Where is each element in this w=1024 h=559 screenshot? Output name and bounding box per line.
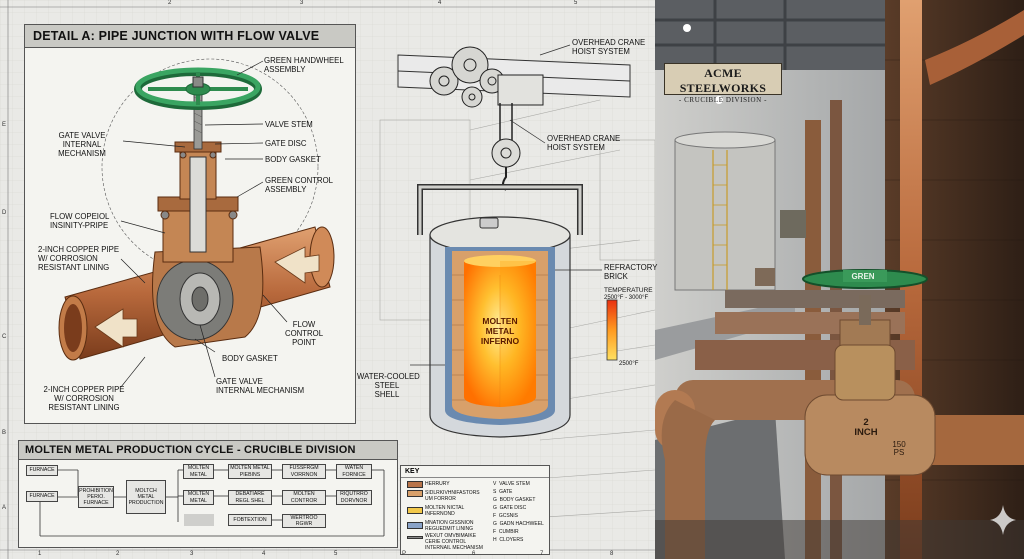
- label-body-gasket-bottom: BODY GASKET: [222, 354, 278, 363]
- crucible-vessel: [429, 216, 571, 438]
- cycle-flow-arrows: [39, 469, 385, 537]
- ruler-left-label: E: [2, 122, 7, 128]
- key-right-item: V VALVE STEM: [493, 481, 530, 487]
- ruler-top-label: 4: [438, 0, 442, 6]
- company-badge: ACME STEELWORKS - CRUCIBLE DIVISION -: [664, 63, 782, 104]
- key-right-item: F CUMBIR: [493, 529, 519, 535]
- shell-label: WATER-COOLED STEEL SHELL: [357, 372, 420, 399]
- ruler-bottom-label: 3: [190, 551, 194, 557]
- ruler-bottom-label: 1: [38, 551, 42, 557]
- cycle-box-furnace-2: FURNACE: [26, 491, 58, 502]
- hoist-gears: [429, 46, 544, 108]
- ruler-left-label: D: [2, 210, 7, 216]
- key-swatch-2: [407, 490, 423, 497]
- cycle-box-riqutrro: RIQUTRRO DORVNOR: [336, 490, 372, 505]
- ruler-bottom-label: 4: [262, 551, 266, 557]
- detail-a-title: DETAIL A: PIPE JUNCTION WITH FLOW VALVE: [25, 25, 355, 48]
- ruler-bottom-label: 2: [116, 551, 120, 557]
- ruler-bottom-label: 8: [610, 551, 614, 557]
- ruler-left-label: B: [2, 430, 7, 436]
- label-flow-control: FLOW CONTROL POINT: [284, 320, 324, 347]
- key-right-item: G GATE DISC: [493, 505, 527, 511]
- label-copper-pipe-top: 2-INCH COPPER PIPE W/ CORROSION RESISTAN…: [38, 245, 120, 272]
- badge-title: ACME STEELWORKS: [679, 66, 767, 95]
- valve-body: [152, 141, 264, 348]
- key-left-item: MOLTEN NICTAL INFERNOND: [425, 505, 465, 517]
- badge-subtitle: - CRUCIBLE DIVISION -: [678, 96, 768, 104]
- key-right-item: G GADN HACHWEEL: [493, 521, 544, 527]
- key-swatch-3: [407, 507, 423, 514]
- key-title: KEY: [401, 466, 549, 478]
- cycle-title: MOLTEN METAL PRODUCTION CYCLE - CRUCIBLE…: [19, 441, 397, 460]
- temperature-label: TEMPERATURE: [604, 287, 653, 294]
- cycle-box-prohibition: PROHIBITION PERIO. FURNACE: [78, 486, 114, 508]
- label-flow-copeiol: FLOW COPEIOL INSINITY-PRIPE: [50, 212, 110, 230]
- cycle-box-debatiare: DEBATIARE REGL SHEL: [228, 490, 272, 505]
- label-gate-internal-bottom: GATE VALVE INTERNAL MECHANISM: [216, 377, 305, 395]
- ruler-top-label: 2: [168, 0, 172, 6]
- valve-wheel-label: GREN: [851, 272, 875, 281]
- key-left-item: MNATION GISSNION REGUEDMIT LINING: [425, 520, 474, 532]
- key-right-item: S GATE: [493, 489, 513, 495]
- hoist-label-2: OVERHEAD CRANE HOIST SYSTEM: [547, 134, 621, 152]
- valve-diagram: [58, 58, 335, 388]
- temperature-low-label: 2500°F: [619, 361, 639, 367]
- ruler-bottom-label: 6: [472, 551, 476, 557]
- molten-label: MOLTEN METAL INFERNO: [480, 316, 520, 346]
- key-swatch-5: [407, 536, 423, 539]
- cycle-box-molten-1: MOLTEN METAL: [183, 464, 214, 479]
- cycle-box-production: MOLTCH METAL PRODUCTION: [126, 480, 166, 514]
- hoist-label-1: OVERHEAD CRANE HOIST SYSTEM: [572, 38, 646, 56]
- ruler-top-label: 3: [300, 0, 304, 6]
- key-swatch-4: [407, 522, 423, 529]
- key-left-item: WEXUT OMVBIMAIKE CERIE CONTROL INTERNAIL…: [425, 533, 483, 551]
- green-handwheel: [134, 67, 262, 110]
- cycle-box-fobtextion: FOBTEXTION: [228, 514, 272, 526]
- cycle-box-wertroo: WERTROO RGWR: [282, 514, 326, 528]
- cycle-box-piebins: MOLTEN METAL PIEBINS: [228, 464, 272, 479]
- cycle-box-fussfrom: FUSSFRGM VORRNON: [282, 464, 326, 479]
- label-handwheel: GREEN HANDWHEEL ASSEMBLY: [264, 56, 344, 74]
- valve-rating-label: 150 PS: [892, 440, 906, 457]
- cycle-box-molten-2: MOLTEN METAL: [183, 490, 214, 505]
- cycle-box-water-fornice: WATEN FORNICE: [336, 464, 372, 479]
- label-copper-pipe-bottom: 2-INCH COPPER PIPE W/ CORROSION RESISTAN…: [43, 385, 125, 412]
- sparkle-icon: [990, 505, 1016, 535]
- cycle-box-furnace-1: FURNACE: [26, 465, 58, 476]
- label-gate-internal-top: GATE VALVE INTERNAL MECHANISM: [58, 131, 106, 158]
- ruler-bottom-label: 5: [334, 551, 338, 557]
- label-green-control: GREEN CONTROL ASSEMBLY: [265, 176, 334, 194]
- factory-photo: [655, 0, 1024, 559]
- label-body-gasket-top: BODY GASKET: [265, 155, 321, 164]
- crucible-diagram: [397, 44, 631, 438]
- refractory-label: REFRACTORY BRICK: [604, 263, 658, 281]
- cycle-box-molten-control: MOLTEN CONTROR: [282, 490, 326, 505]
- label-gate-disc: GATE DISC: [265, 139, 307, 148]
- temperature-bar: [606, 299, 618, 361]
- temperature-range-label: 2500°F - 3000°F: [604, 295, 649, 301]
- key-right-item: F GCSNIS: [493, 513, 519, 519]
- ruler-left-label: C: [2, 334, 7, 340]
- ruler-left-label: A: [2, 505, 7, 511]
- key-swatch-1: [407, 481, 423, 488]
- valve-size-label: 2 INCH: [854, 417, 878, 438]
- key-left-item: SIDLRKIVHNIFASTORS UM FORROR: [425, 490, 480, 502]
- key-panel: KEY HERRURY SIDLRKIVHNIFASTORS UM FORROR…: [400, 465, 550, 555]
- ruler-bottom-label: P: [402, 551, 407, 557]
- key-left-item: HERRURY: [425, 481, 450, 487]
- key-right-item: G BODY GASKET: [493, 497, 536, 503]
- key-right-item: H CLOYERS: [493, 537, 524, 543]
- label-valve-stem: VALVE STEM: [265, 120, 313, 129]
- ruler-top-label: 5: [574, 0, 578, 6]
- ruler-bottom-label: 7: [540, 551, 544, 557]
